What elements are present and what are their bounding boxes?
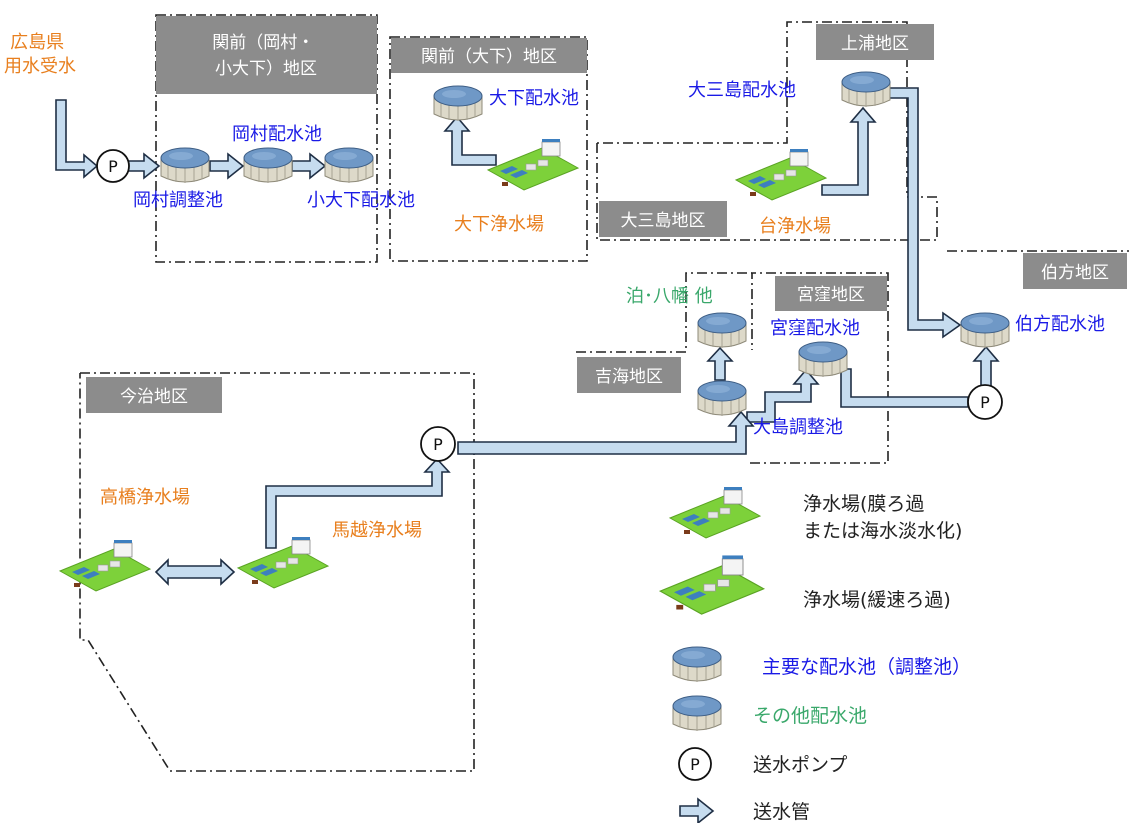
pipe-oge-plant-to-reservoir bbox=[443, 115, 497, 166]
pump-hakata-label: P bbox=[980, 393, 990, 412]
badge-okamura-line1: 関前（岡村・ bbox=[212, 33, 314, 53]
legend-plant-membrane-line1: 浄水場(膜ろ過 bbox=[803, 493, 924, 515]
pipe-miyakubo-to-pump bbox=[840, 368, 969, 408]
legend-other-reservoir: その他配水池 bbox=[753, 705, 867, 727]
label-takahashi-plant: 高橋浄水場 bbox=[100, 487, 190, 508]
pipes bbox=[55, 87, 1000, 586]
pump-okamura: P bbox=[96, 149, 130, 183]
pipe-oshima-to-miyakubo bbox=[746, 368, 820, 423]
boundary-kamiura-omishima bbox=[596, 21, 938, 241]
legend-plant-membrane-line2: または海水淡水化) bbox=[803, 520, 962, 542]
legend-plant-membrane: 浄水場(膜ろ過 または海水淡水化) bbox=[803, 493, 962, 542]
badge-miyakubo-text: 宮窪地区 bbox=[797, 285, 865, 305]
pipe-omishima-to-hakata bbox=[887, 87, 962, 339]
pump-umakoshi-label: P bbox=[433, 435, 443, 454]
legend-plant-slow-icon bbox=[659, 554, 765, 615]
pumps: P P P bbox=[96, 149, 1003, 462]
label-kooge-reservoir: 小大下配水池 bbox=[307, 190, 415, 211]
label-umakoshi-plant: 馬越浄水場 bbox=[332, 520, 422, 541]
badge-miyakubo bbox=[775, 276, 887, 311]
plant-umakoshi bbox=[237, 536, 329, 589]
pipe-dai-plant-to-omishima bbox=[821, 106, 877, 196]
label-hiroshima-line2: 用水受水 bbox=[4, 56, 76, 77]
label-tomari-yawata: 泊･八幡 他 bbox=[626, 286, 713, 307]
plant-takahashi bbox=[59, 539, 151, 592]
label-okamura-regulating: 岡村調整池 bbox=[133, 190, 223, 211]
pipe-regulating-to-okamura bbox=[209, 152, 245, 180]
label-oge-plant: 大下浄水場 bbox=[454, 214, 544, 235]
badge-omishima-text: 大三島地区 bbox=[621, 211, 706, 231]
boundary-imabari bbox=[79, 372, 475, 772]
badge-kamiura bbox=[816, 24, 934, 60]
district-badges: 関前（岡村・ 小大下）地区 関前（大下）地区 上浦地区 大三島地区 伯方地区 宮… bbox=[86, 16, 1127, 413]
badge-yoshiumi-text: 吉海地区 bbox=[595, 367, 663, 387]
label-oge-reservoir: 大下配水池 bbox=[489, 88, 579, 109]
label-dai-plant: 台浄水場 bbox=[759, 216, 831, 237]
badge-imabari bbox=[86, 377, 222, 413]
legend-plant-slow: 浄水場(緩速ろ過) bbox=[803, 589, 951, 611]
pump-okamura-label: P bbox=[108, 157, 118, 176]
badge-hakata bbox=[1023, 253, 1127, 289]
badge-okamura-text: 関前（岡村・ 小大下）地区 bbox=[212, 33, 319, 79]
boundary-okamura bbox=[155, 14, 378, 263]
pipe-okamura-to-kooge bbox=[291, 152, 327, 180]
pipe-pump-to-hakata bbox=[972, 345, 1000, 387]
pipe-takahashi-umakoshi bbox=[154, 558, 236, 586]
plant-dai bbox=[735, 148, 827, 201]
legend: 浄水場(膜ろ過 または海水淡水化) 浄水場(緩速ろ過) 主要な配水池（調整池） … bbox=[659, 486, 971, 823]
badge-oge-text: 関前（大下）地区 bbox=[421, 47, 557, 67]
legend-pipe-icon bbox=[679, 797, 715, 823]
tank-tomari bbox=[697, 312, 747, 349]
pump-umakoshi: P bbox=[420, 426, 456, 462]
label-hakata-reservoir: 伯方配水池 bbox=[1015, 314, 1105, 335]
pipe-umakoshi-to-pump bbox=[265, 457, 451, 549]
tank-oge bbox=[433, 85, 483, 122]
facility-labels: 広島県 用水受水 岡村配水池 岡村調整池 小大下配水池 大下配水池 大下浄水場 … bbox=[4, 32, 1105, 541]
legend-plant-membrane-icon bbox=[669, 486, 761, 539]
badge-omishima bbox=[599, 201, 727, 237]
district-boundaries bbox=[79, 14, 1129, 772]
tank-okamura bbox=[243, 147, 293, 184]
pipe-pump-to-oshima bbox=[457, 410, 755, 455]
tank-hakata bbox=[960, 312, 1010, 349]
label-hiroshima-line1: 広島県 bbox=[10, 32, 64, 53]
tank-kooge bbox=[324, 147, 374, 184]
pipe-oshima-to-tomari bbox=[706, 346, 734, 381]
tank-miyakubo bbox=[798, 341, 848, 378]
boundary-yoshiumi bbox=[576, 272, 752, 353]
tank-omishima bbox=[841, 71, 891, 108]
label-oshima-regulating: 大島調整池 bbox=[753, 417, 843, 438]
legend-pipe: 送水管 bbox=[753, 801, 810, 823]
pipe-hiroshima-to-pump bbox=[55, 99, 99, 179]
boundary-oge bbox=[389, 36, 588, 262]
legend-pump-icon: P bbox=[678, 747, 712, 781]
badge-yoshiumi bbox=[577, 357, 681, 393]
badge-okamura bbox=[156, 16, 377, 94]
tank-okamura-regulating bbox=[160, 147, 210, 184]
pipe-pump-to-okamura-regulating bbox=[127, 152, 161, 180]
pump-hakata: P bbox=[967, 384, 1003, 420]
boundary-miyakubo bbox=[750, 272, 889, 464]
label-omishima-reservoir: 大三島配水池 bbox=[688, 80, 796, 101]
label-miyakubo-reservoir: 宮窪配水池 bbox=[770, 318, 860, 339]
label-okamura-reservoir: 岡村配水池 bbox=[232, 124, 322, 145]
tank-oshima bbox=[697, 380, 747, 417]
badge-oge bbox=[391, 38, 587, 73]
legend-main-reservoir: 主要な配水池（調整池） bbox=[762, 656, 971, 678]
badge-kamiura-text: 上浦地区 bbox=[841, 34, 909, 54]
legend-main-reservoir-icon bbox=[672, 646, 722, 683]
legend-pump-icon-label: P bbox=[690, 755, 700, 774]
badge-imabari-text: 今治地区 bbox=[120, 387, 188, 407]
plant-oge bbox=[487, 138, 579, 191]
legend-pump: 送水ポンプ bbox=[753, 754, 847, 776]
legend-other-reservoir-icon bbox=[672, 695, 722, 732]
badge-hakata-text: 伯方地区 bbox=[1041, 263, 1109, 283]
badge-okamura-line2: 小大下）地区 bbox=[215, 59, 317, 79]
label-hiroshima-supply: 広島県 用水受水 bbox=[4, 32, 76, 77]
